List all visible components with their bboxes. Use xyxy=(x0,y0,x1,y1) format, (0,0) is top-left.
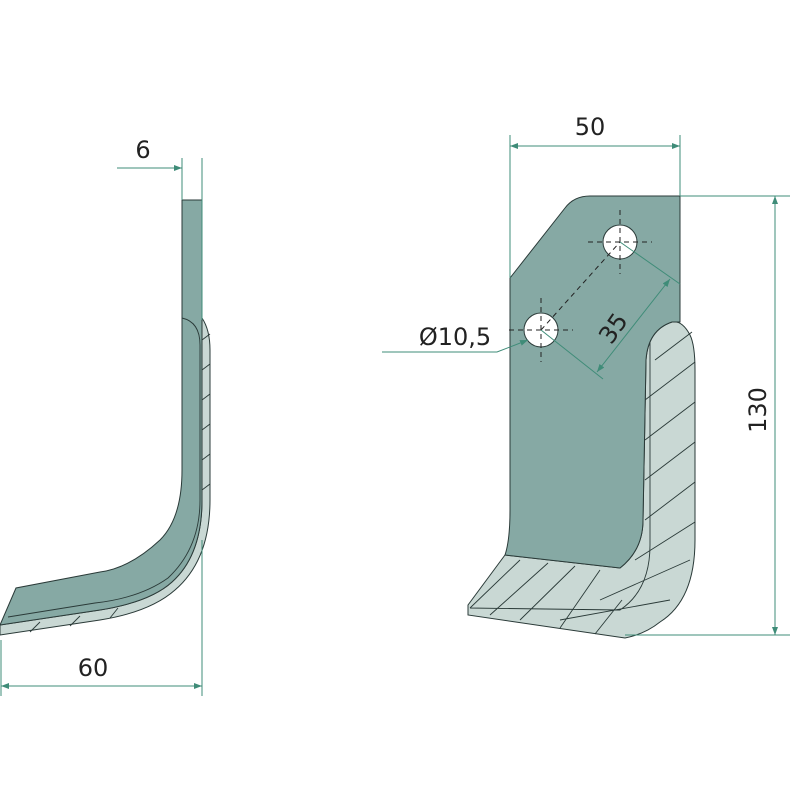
front-view-blade xyxy=(467,195,696,639)
width-label: 50 xyxy=(575,113,606,141)
hole-diameter-dimension: Ø10,5 xyxy=(382,323,529,353)
hole-diameter-label: Ø10,5 xyxy=(419,323,491,351)
side-view-blade xyxy=(0,199,211,636)
thickness-dimension: 6 xyxy=(117,136,203,320)
length-dimension: 60 xyxy=(0,540,203,696)
height-dimension: 130 xyxy=(625,195,790,636)
height-label: 130 xyxy=(744,387,772,433)
width-dimension: 50 xyxy=(509,113,681,278)
thickness-label: 6 xyxy=(135,136,150,164)
length-label: 60 xyxy=(78,654,109,682)
